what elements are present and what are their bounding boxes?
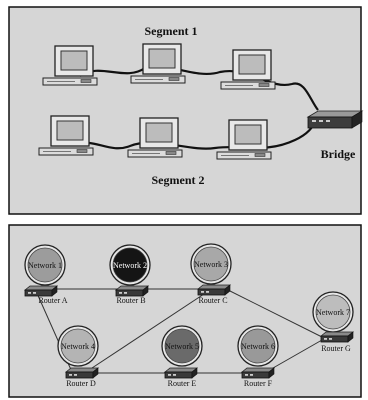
network-label: Network 7	[316, 308, 350, 317]
router-b	[115, 285, 149, 297]
bridge-device	[306, 110, 364, 129]
router-f	[241, 367, 275, 379]
link-f-g	[265, 339, 323, 373]
bridge-label: Bridge	[321, 147, 356, 161]
router-b-label: Router B	[116, 296, 145, 305]
segment2-label: Segment 2	[152, 173, 205, 187]
routers-panel: Network 1 Network 2 Network 3 Network 4 Netw…	[8, 224, 362, 398]
link-c-g	[225, 288, 323, 338]
network-label: Network 2	[113, 261, 147, 270]
network-label: Network 3	[194, 260, 228, 269]
network-label: Network 6	[241, 342, 275, 351]
router-f-label: Router F	[244, 379, 273, 388]
network-3: Network 3	[190, 243, 232, 285]
network-4: Network 4	[57, 325, 99, 367]
segment2-cable	[74, 117, 319, 150]
router-c-label: Router C	[198, 296, 227, 305]
router-c	[197, 284, 231, 296]
router-d	[65, 367, 99, 379]
router-e	[164, 367, 198, 379]
network-fill	[27, 247, 63, 283]
network-2: Network 2	[109, 244, 151, 286]
network-fill	[240, 328, 276, 364]
router-g-label: Router G	[321, 344, 351, 353]
segment1-label: Segment 1	[145, 24, 198, 38]
segments-panel: Segment 1 Segment 2 Bridge	[8, 6, 364, 215]
network-label: Network 4	[61, 342, 95, 351]
router-g	[320, 331, 354, 343]
network-fill	[164, 328, 200, 364]
network-label: Network 5	[165, 342, 199, 351]
network-7: Network 7	[312, 291, 354, 333]
network-fill	[60, 328, 96, 364]
router-d-label: Router D	[66, 379, 96, 388]
link-d-c	[91, 293, 205, 369]
network-fill	[315, 294, 351, 330]
network-fill	[193, 246, 229, 282]
network-5: Network 5	[161, 325, 203, 367]
router-a-label: Router A	[38, 296, 67, 305]
router-a	[24, 285, 58, 297]
network-label: Network 1	[28, 261, 62, 270]
network-6: Network 6	[237, 325, 279, 367]
network-fill	[112, 247, 148, 283]
router-e-label: Router E	[168, 379, 197, 388]
network-1: Network 1	[24, 244, 66, 286]
segment1-cable	[79, 65, 319, 111]
